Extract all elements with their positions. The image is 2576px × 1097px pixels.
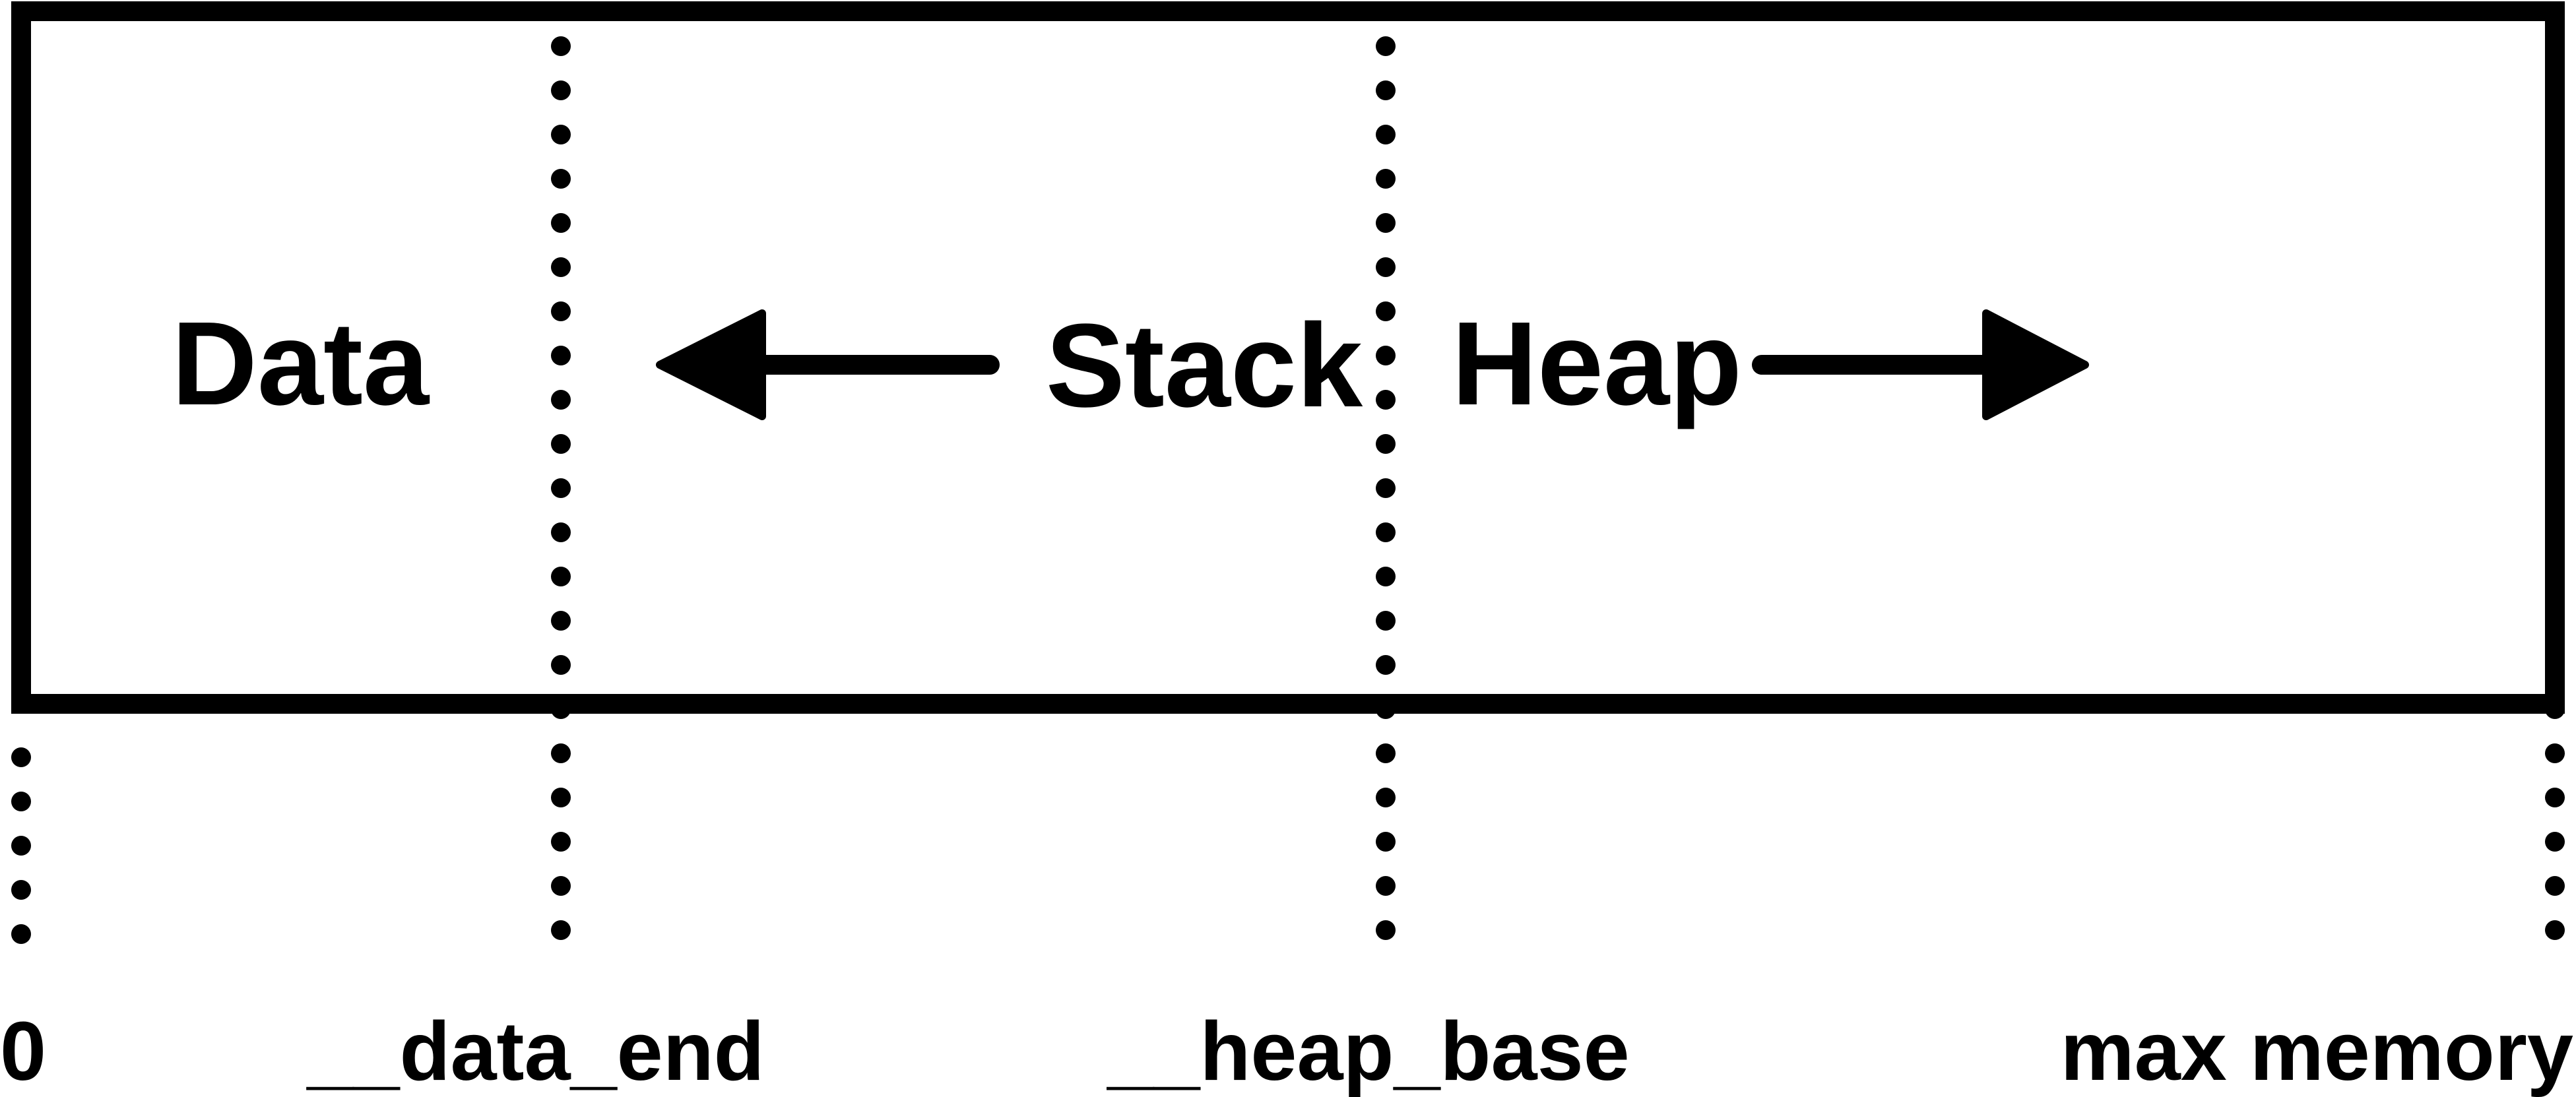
boundary-label-start: 0 <box>0 1005 46 1097</box>
boundary-label-data-end: __data_end <box>306 1005 764 1097</box>
region-label-stack: Stack <box>1046 299 1363 432</box>
boundary-label-max-memory: max memory <box>2061 1005 2573 1097</box>
stack-growth-arrow <box>656 309 1000 420</box>
boundary-label-heap-base: __heap_base <box>1106 1005 1630 1097</box>
region-label-data: Data <box>172 298 430 430</box>
region-label-heap: Heap <box>1452 298 1742 430</box>
heap-growth-arrow <box>1752 309 2089 420</box>
